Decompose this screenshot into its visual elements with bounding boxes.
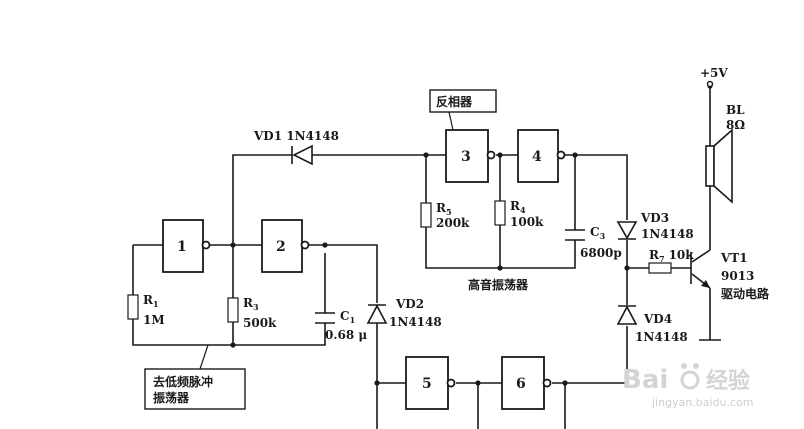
- vt1-desc: 驱动电路: [721, 286, 770, 301]
- gate-4: 4: [517, 129, 566, 183]
- diode-vd3: [616, 221, 638, 240]
- r1-label: R1: [143, 293, 159, 309]
- gate-6: 6: [501, 356, 552, 410]
- inverter-label-box: 反相器: [429, 89, 497, 131]
- supply-label: +5V: [700, 66, 728, 80]
- gate-3: 3: [445, 129, 496, 183]
- diode-vd2: [366, 304, 388, 324]
- resistor-r7: [648, 262, 672, 274]
- vd4-label: VD4: [643, 312, 672, 326]
- gate-2-number: 2: [276, 239, 286, 255]
- vt1-part: 9013: [721, 269, 754, 283]
- c1-label: C1: [340, 309, 355, 325]
- vd3-part: 1N4148: [641, 227, 694, 241]
- capacitor-c1: [315, 312, 335, 324]
- speaker-icon: [705, 128, 733, 204]
- resistor-r3: [227, 297, 239, 323]
- paw-icon: [680, 363, 700, 390]
- gate-5: 5: [405, 356, 456, 410]
- gate-1-number: 1: [177, 239, 187, 255]
- hf-osc-label: 高音振荡器: [468, 277, 529, 292]
- r4-value: 100k: [510, 215, 544, 229]
- watermark-url: jingyan.baidu.com: [651, 396, 754, 409]
- bl-value: 8Ω: [726, 118, 745, 132]
- r3-label: R3: [243, 296, 259, 312]
- r4-label: R4: [510, 199, 526, 215]
- gate-3-number: 3: [461, 149, 471, 165]
- gate-1: 1: [162, 219, 211, 273]
- bl-label: BL: [726, 103, 745, 117]
- vd2-part: 1N4148: [389, 315, 442, 329]
- c3-value: 6800p: [580, 246, 622, 260]
- resistor-r4: [494, 200, 506, 226]
- resistor-r5: [420, 202, 432, 228]
- transistor-vt1: [690, 249, 711, 289]
- lf-osc-label-line1: 去低频脉冲: [153, 374, 213, 389]
- inverter-label: 反相器: [436, 94, 473, 109]
- watermark-brand: Bai: [622, 365, 668, 395]
- vt1-label: VT1: [720, 251, 748, 265]
- gate-6-number: 6: [516, 376, 526, 392]
- vd2-label: VD2: [395, 297, 424, 311]
- lf-osc-label-box: 去低频脉冲 振荡器: [144, 344, 246, 410]
- gate-5-number: 5: [422, 376, 432, 392]
- capacitor-c3: [565, 229, 585, 241]
- r5-label: R5: [436, 201, 452, 217]
- r3-value: 500k: [243, 316, 277, 330]
- vd1-label: VD1 1N4148: [253, 129, 339, 143]
- supply-terminal: [706, 80, 714, 88]
- r1-value: 1M: [143, 313, 165, 327]
- c3-label: C3: [590, 225, 606, 241]
- diode-vd1: [291, 144, 313, 166]
- gate-2: 2: [261, 219, 310, 273]
- baidu-watermark: Bai 经验 jingyan.baidu.com: [622, 363, 754, 409]
- resistor-r1: [127, 294, 139, 320]
- r5-value: 200k: [436, 216, 470, 230]
- watermark-brand2: 经验: [706, 368, 750, 394]
- vd4-part: 1N4148: [635, 330, 688, 344]
- vd3-label: VD3: [640, 211, 669, 225]
- c1-value: 0.68 μ: [325, 328, 367, 342]
- diode-vd4: [616, 305, 638, 325]
- gate-4-number: 4: [532, 149, 542, 165]
- lf-osc-label-line2: 振荡器: [153, 390, 190, 405]
